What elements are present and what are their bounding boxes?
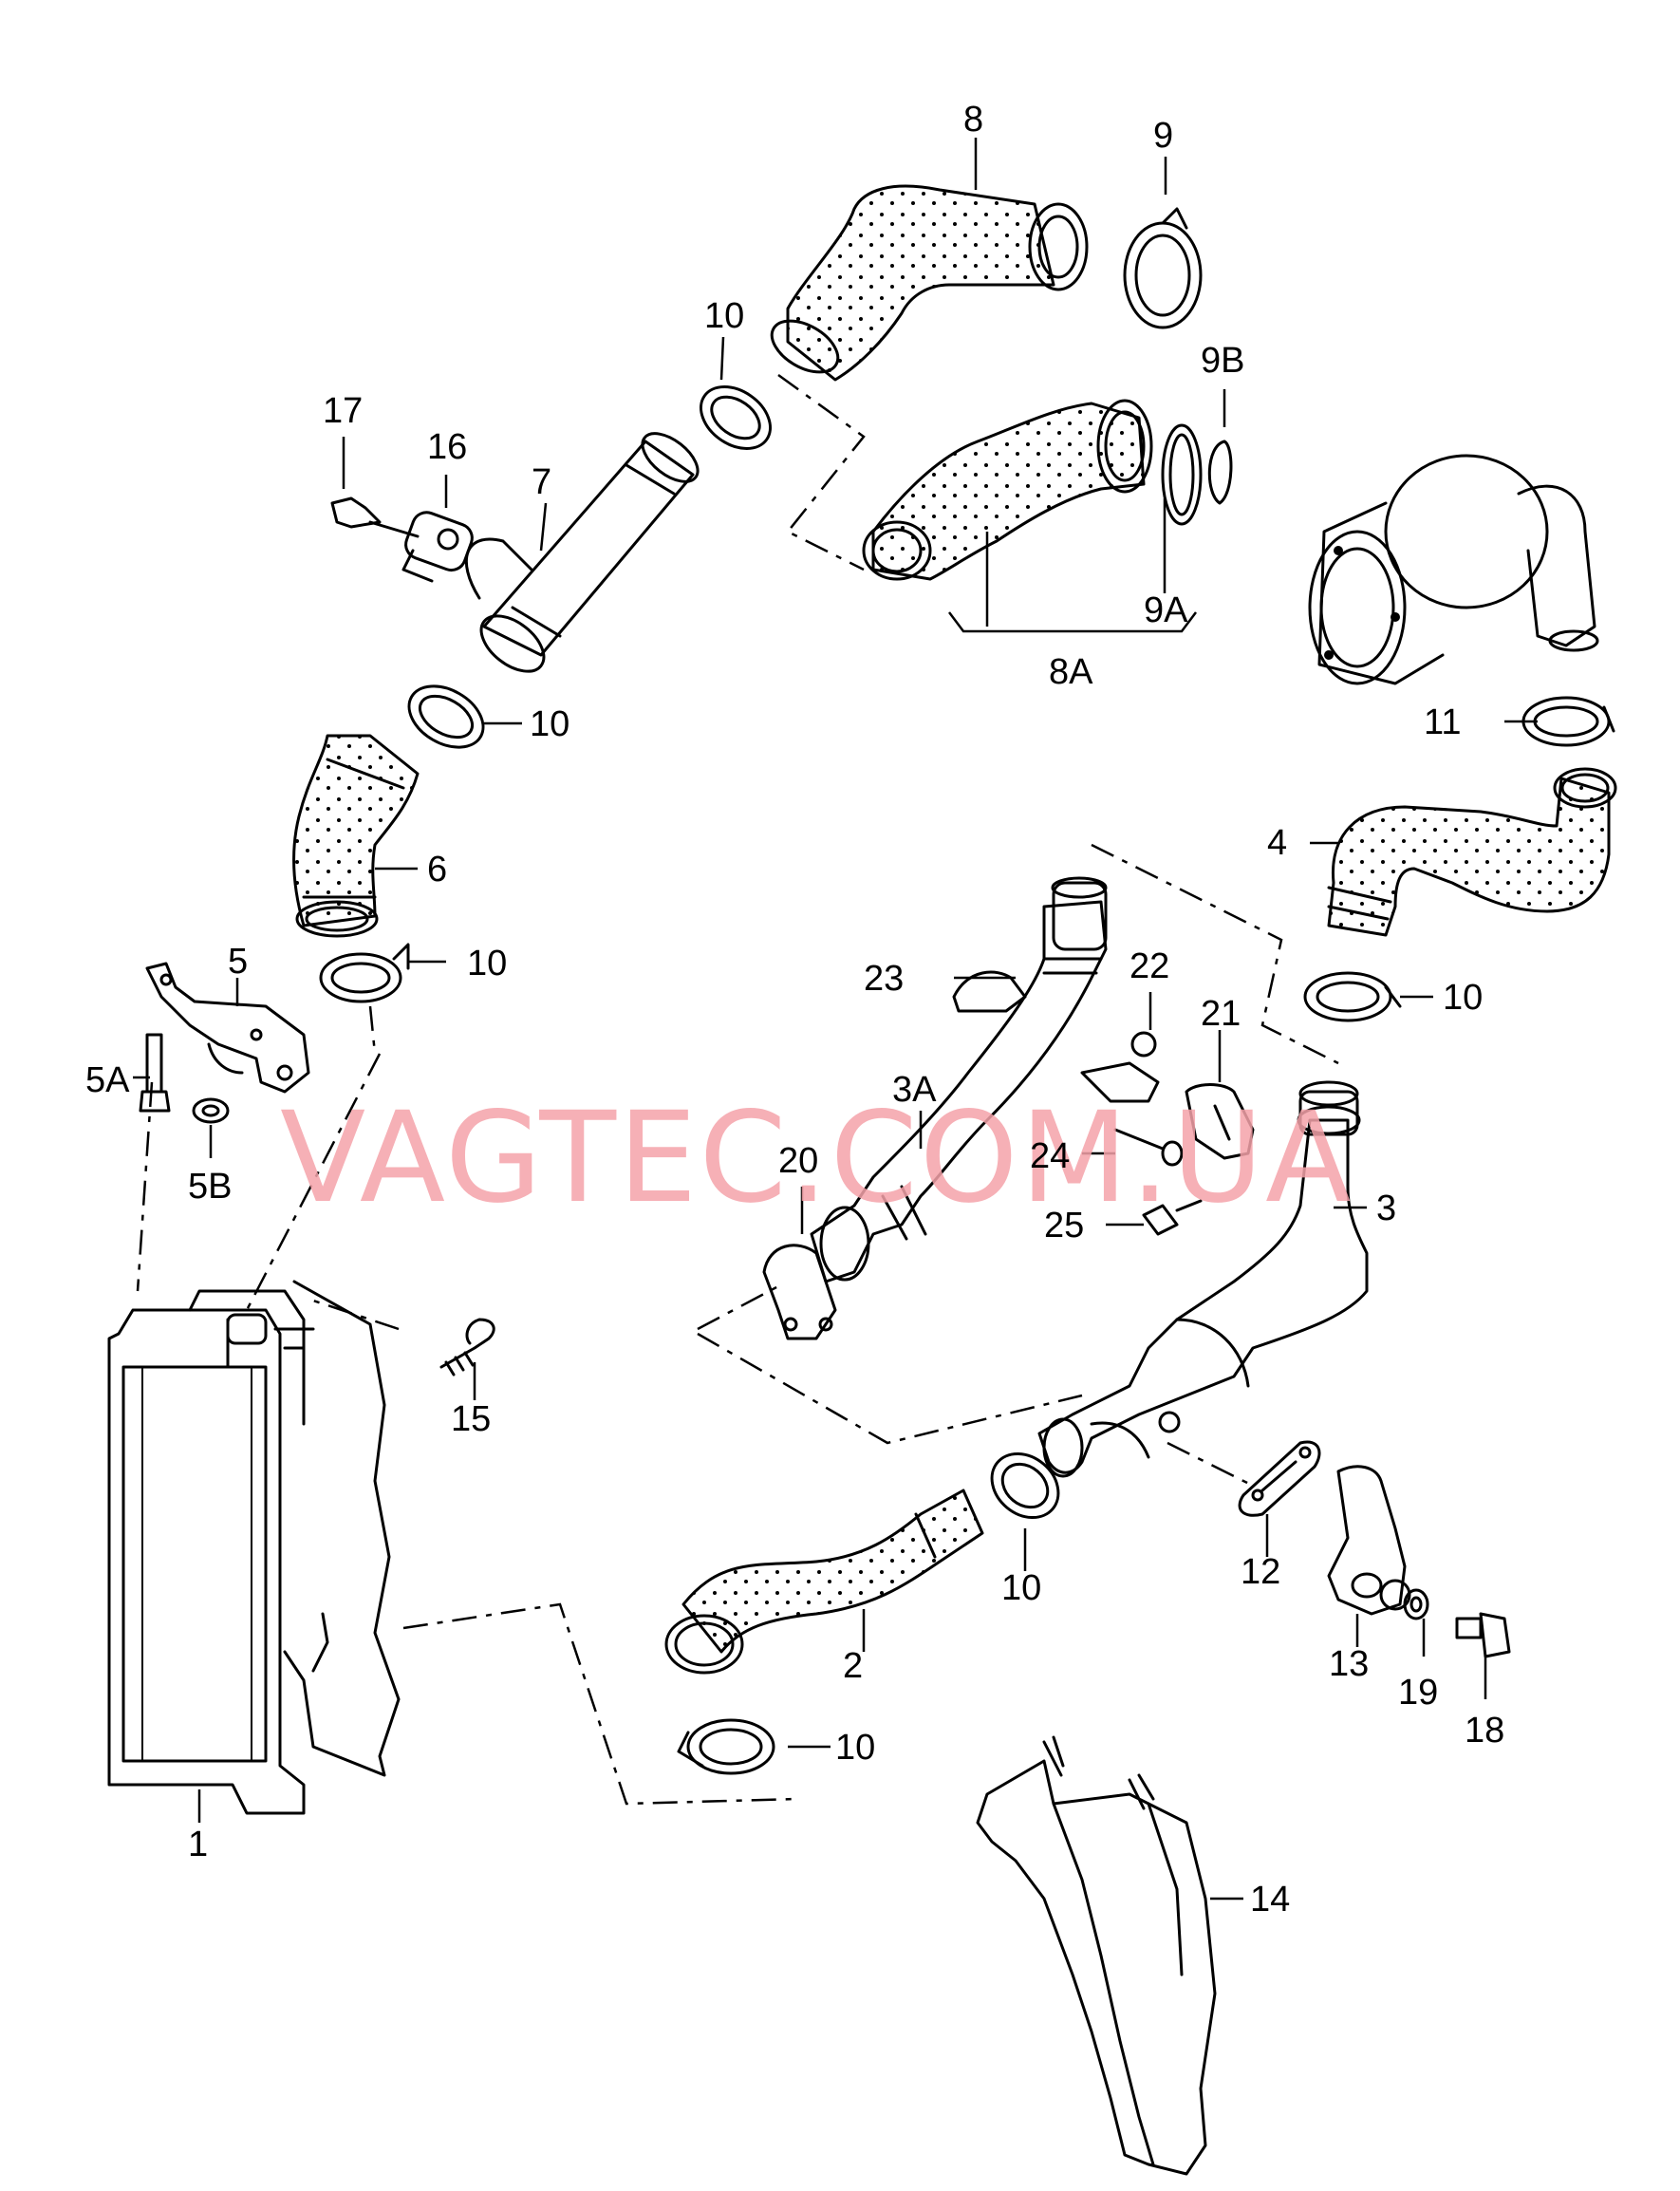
callout-18: 18 <box>1465 1711 1504 1751</box>
callout-13: 13 <box>1329 1644 1369 1684</box>
bolt-18 <box>1455 1612 1511 1658</box>
alt-upper-hose <box>862 399 1233 581</box>
callout-8A: 8A <box>1049 652 1093 692</box>
callout-10-mid-left: 10 <box>467 944 507 983</box>
callout-10-lower: 10 <box>1001 1568 1041 1608</box>
watermark: VAGTEC.COM.UA <box>280 1085 1353 1231</box>
air-duct <box>976 1735 1217 2176</box>
intercooler <box>107 1280 401 1815</box>
holder-21 <box>1185 1083 1255 1160</box>
callout-11: 11 <box>1424 702 1461 742</box>
charge-pipe <box>1037 1080 1369 1478</box>
callout-5B: 5B <box>188 1167 232 1207</box>
bypass-hose <box>810 876 1108 1283</box>
bolt-24 <box>1113 1128 1184 1167</box>
callout-8: 8 <box>963 100 983 140</box>
holder-23 <box>952 970 1027 1013</box>
callout-12: 12 <box>1241 1552 1280 1592</box>
callout-10-bottom: 10 <box>835 1728 875 1768</box>
callout-1: 1 <box>188 1825 208 1864</box>
screw-15 <box>439 1318 495 1376</box>
callout-7: 7 <box>532 462 551 502</box>
connection-lines <box>136 373 1339 1806</box>
callout-3: 3 <box>1376 1189 1396 1228</box>
turbocharger <box>1308 454 1599 685</box>
callout-24: 24 <box>1030 1136 1070 1176</box>
callout-labels: 8 9 9B 9A 8A 10 17 16 7 10 6 10 5 5A 5B … <box>85 100 1504 1919</box>
callout-2: 2 <box>843 1646 863 1686</box>
callout-9B: 9B <box>1201 341 1244 381</box>
callout-5A: 5A <box>85 1060 130 1100</box>
callout-19: 19 <box>1398 1673 1438 1713</box>
bracket <box>139 962 310 1124</box>
gasket <box>1238 1440 1321 1517</box>
leader-lines <box>133 138 1538 1901</box>
callout-9: 9 <box>1153 116 1173 156</box>
hose-clamp-9 <box>1123 207 1203 329</box>
callout-10-upper-left: 10 <box>530 704 569 744</box>
turbo-hose <box>1327 767 1617 937</box>
holder-22 <box>1080 1031 1160 1103</box>
hose-clamp-10 <box>319 385 1402 1775</box>
callout-14: 14 <box>1250 1880 1290 1919</box>
upper-hose <box>770 184 1089 382</box>
callout-23: 23 <box>864 959 904 999</box>
sensor-bolt <box>330 496 420 538</box>
callout-22: 22 <box>1129 946 1169 986</box>
left-hose <box>292 734 420 938</box>
callout-3A: 3A <box>892 1070 937 1110</box>
bolt-25 <box>1142 1199 1203 1236</box>
pipe-with-flange <box>401 432 700 673</box>
callout-15: 15 <box>451 1399 491 1439</box>
callout-20: 20 <box>778 1141 818 1181</box>
callout-21: 21 <box>1201 994 1241 1034</box>
callout-4: 4 <box>1267 823 1287 863</box>
callout-10-right: 10 <box>1443 978 1483 1018</box>
callout-10-top: 10 <box>704 296 744 336</box>
callout-9A: 9A <box>1144 590 1188 630</box>
mounting-bracket <box>1327 1465 1411 1616</box>
callout-16: 16 <box>427 427 467 467</box>
callout-17: 17 <box>323 391 363 431</box>
callout-25: 25 <box>1044 1206 1084 1245</box>
pipe-clamp-20 <box>762 1244 837 1340</box>
callout-6: 6 <box>427 850 447 890</box>
washer-19 <box>1403 1588 1429 1620</box>
callout-5: 5 <box>228 942 248 982</box>
lower-hose <box>664 1489 984 1675</box>
